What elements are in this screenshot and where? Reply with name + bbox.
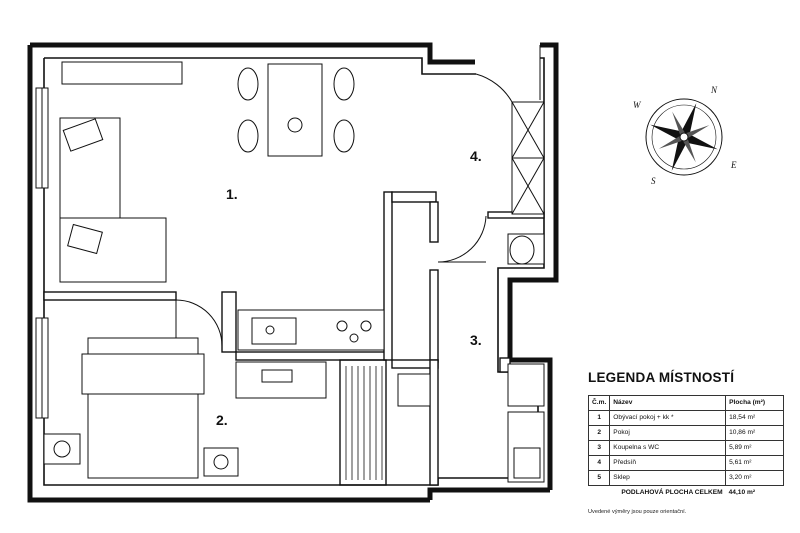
legend-row-area: 5,89 m² (725, 440, 784, 456)
room-legend: LEGENDA MÍSTNOSTÍ Č.m. Název Plocha (m²)… (587, 370, 784, 501)
legend-col-area: Plocha (m²) (725, 395, 784, 411)
legend-row: 1 Obývací pokoj + kk * 18,54 m² (587, 410, 784, 426)
legend-row: 3 Koupelna s WC 5,89 m² (587, 440, 784, 456)
legend-header-row: Č.m. Název Plocha (m²) (587, 395, 784, 411)
room-label-1: 1. (226, 186, 238, 202)
bedroom-furniture (43, 337, 327, 479)
legend-row-num: 3 (587, 440, 611, 456)
outer-walls (27, 42, 559, 503)
windows (35, 87, 49, 419)
compass-east: E (730, 160, 737, 170)
legend-row: 2 Pokoj 10,86 m² (587, 425, 784, 441)
room-label-4: 4. (470, 148, 482, 164)
legend-row-num: 1 (587, 410, 611, 426)
disclaimer-note: Uvedené výměry jsou pouze orientační. (588, 509, 687, 515)
compass-labels: N E S W (633, 85, 737, 186)
legend-row-num: 2 (587, 425, 611, 441)
bathroom-fixtures (397, 233, 545, 483)
legend-row-num: 4 (587, 455, 611, 471)
living-room-furniture (59, 61, 355, 283)
legend-total-value: 44,10 m² (728, 489, 756, 496)
legend-row-area: 18,54 m² (725, 410, 784, 426)
doors (175, 45, 541, 347)
hall-wardrobe (511, 101, 545, 215)
legend-row-area: 3,20 m² (725, 470, 784, 486)
legend-row-name: Pokoj (609, 425, 727, 441)
legend-total-label: PODLAHOVÁ PLOCHA CELKEM (621, 489, 723, 496)
room-label-3: 3. (470, 332, 482, 348)
partition-walls (43, 191, 545, 486)
kitchen-counter (237, 309, 385, 351)
legend-row-area: 5,61 m² (725, 455, 784, 471)
legend-row: 5 Sklep 3,20 m² (587, 470, 784, 486)
legend-total-row: PODLAHOVÁ PLOCHA CELKEM 44,10 m² (589, 486, 784, 501)
legend-row-name: Sklep (609, 470, 727, 486)
legend-col-name: Název (609, 395, 727, 411)
legend-row: 4 Předsíň 5,61 m² (587, 455, 784, 471)
legend-title: LEGENDA MÍSTNOSTÍ (588, 370, 735, 385)
legend-row-area: 10,86 m² (725, 425, 784, 441)
legend-row-num: 5 (587, 470, 611, 486)
compass-north: N (710, 85, 718, 95)
legend-row-name: Předsíň (609, 455, 727, 471)
legend-row-name: Obývací pokoj + kk * (609, 410, 727, 426)
legend-row-name: Koupelna s WC (609, 440, 727, 456)
room-label-2: 2. (216, 412, 228, 428)
compass-west: W (633, 100, 642, 110)
compass-south: S (651, 176, 656, 186)
cellar-shelving (345, 366, 383, 480)
legend-col-num: Č.m. (587, 395, 611, 411)
compass-rose-icon (645, 98, 723, 176)
legend-table: Č.m. Název Plocha (m²) 1 Obývací pokoj +… (587, 395, 784, 501)
